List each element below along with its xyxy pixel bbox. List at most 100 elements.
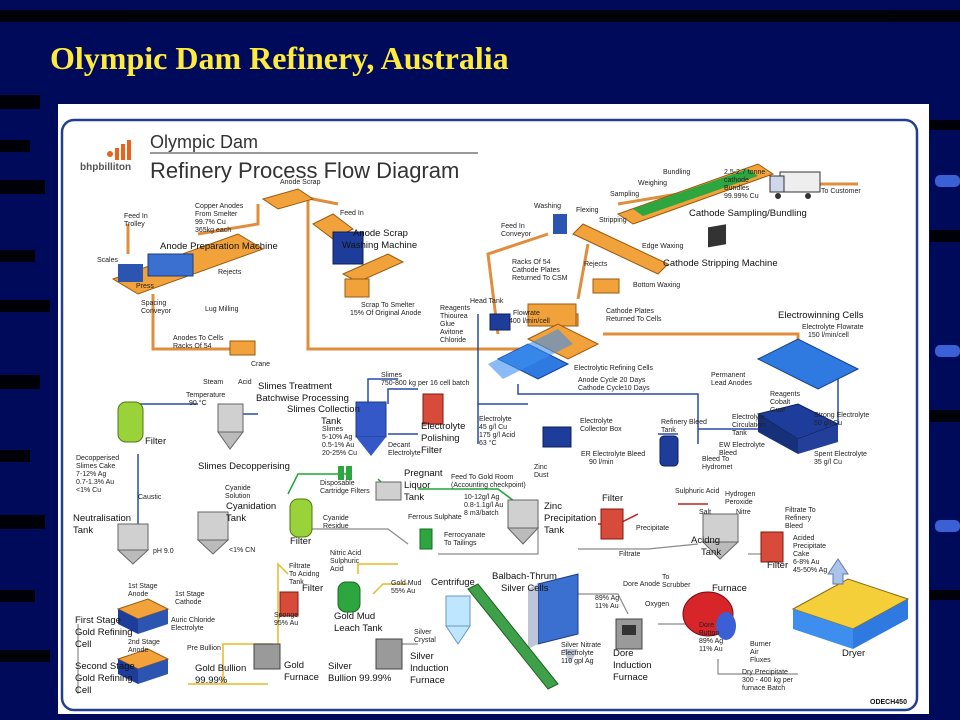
diagram-label: Cathode Plates [606,308,654,315]
diagram-label: Bundling [663,169,690,176]
diagram-label: 99.99% Cu [724,193,759,200]
slimes-collection-tank [355,401,387,456]
diagram-frame [60,118,919,712]
diagram-label: Anode Scrap [353,228,408,239]
diagram-label: Batchwise Processing [256,393,349,404]
diagram-label: To Customer [821,188,861,195]
diagram-label: Bundles [724,185,750,192]
logo-mark-bar [121,144,125,160]
diagram-label: Filter [421,445,442,456]
diagram-label: 11% Au [595,603,619,610]
diagram-label: Centrifuge [431,577,475,588]
diagram-label: Anode [128,591,148,598]
diagram-label: Copper Anodes [195,203,244,210]
diagram-label: Crane [251,361,270,368]
diagram-label: Silver [414,629,432,636]
grey-flow-lines [77,519,798,694]
diagram-label: Avitone [440,329,463,336]
diagram-title-line1: Olympic Dam [150,132,258,152]
diagram-label: 0.8-1.1g/l Au [464,502,503,509]
diagram-label: pH 9.0 [153,548,174,555]
diagram-label: Acid [330,566,344,573]
logo-mark-dot [107,151,113,157]
diagram-label: First Stage [75,615,121,626]
bhp-logo: bhpbilliton [80,140,131,173]
diagram-label: Permanent [711,372,745,379]
diagram-label: Furnace [613,672,648,683]
anode-scrap-bin [261,188,315,210]
diagram-label: 1st Stage [128,583,158,590]
dore-induction-furnace [615,618,643,650]
diagram-label: Cell [75,639,91,650]
diagram-label: Peroxide [725,499,753,506]
diagram-label: Sulphuric Acid [675,488,719,495]
diagram-label: Tank [701,547,721,558]
diagram-label: Bleed [719,450,737,457]
electrowinning-cells [708,224,860,390]
diagram-label: 2.5-2.7 tonne [724,169,765,176]
zinc-filter [600,508,624,540]
diagram-label: Caustic [138,494,162,501]
logo-mark-bar [127,140,131,160]
diagram-label: Bleed To [702,456,729,463]
diagram-label: Racks Of 54 [173,343,212,350]
diagram-label: Auric Chloride [171,617,215,624]
diagram-label: Lead Anodes [711,380,752,387]
diagram-label: Sponge [274,612,298,619]
diagram-label: 90 °C [189,399,207,407]
diagram-label: Ferrocyanate [444,532,485,539]
diagram-label: Fluxes [750,657,771,664]
diagram-label: Cathode Plates [512,267,560,274]
diagram-label: Electrolytic Refining Cells [574,365,653,372]
first-stage-refining-cell [116,598,170,634]
diagram-label: Collector Box [580,426,622,433]
diagram-label: Silver Cells [501,583,549,594]
diagram-label: Silver [410,651,434,662]
diagram-label: Gold Refining [75,627,133,638]
diagram-label: Tank [226,513,246,524]
diagram-label: Residue [323,523,349,530]
diagram-label: Tank [661,427,676,434]
diagram-label: Scrap To Smelter [361,302,415,309]
diagram-label: Slimes Treatment [258,381,332,392]
diagram-label: 110 gpl Ag [561,658,594,665]
zinc-precipitation-tank [506,499,540,545]
diagram-label: Furnace [410,675,445,686]
diagram-label: Filtrate To [785,507,816,514]
diagram-label: Tank [73,525,93,536]
diagram-label: Hydromet [702,464,732,471]
diagram-label: Head Tank [470,298,504,305]
diagram-label: Gold Bullion [195,663,246,674]
diagram-label: Filter [145,436,166,447]
diagram-label: Edge Waxing [642,243,683,250]
diagram-label: 50 g/l Cu [814,420,842,427]
diagram-label: Slimes [381,372,403,379]
diagram-label: <1% CN [229,547,255,554]
diagram-label: Press [136,283,154,290]
diagram-label: Electrolyte [580,418,613,425]
gold-furnace [253,643,281,670]
diagram-label: Gold Mud [334,611,375,622]
diagram-label: Induction [613,660,652,671]
refinery-bleed-tank [659,435,679,467]
diagram-label: 0.7-1.3% Au [76,479,114,486]
diagram-label: Filtrate [289,563,311,570]
diagram-label: Tank [321,416,341,427]
diagram-label: Dore [699,622,714,629]
diagram-label: 99.7% Cu [195,219,226,226]
diagram-label: Dore Anode [623,581,660,588]
logo-text: bhpbilliton [80,162,131,173]
diagram-label: Electrolyte [421,421,465,432]
slide-title: Olympic Dam Refinery, Australia [50,40,509,76]
diagram-label: Conveyor [501,231,532,238]
diagram-label: 0.5-1% Au [322,442,354,449]
diagram-label: Sulphuric [330,558,360,565]
diagram-label: Electrolyte Flowrate [802,324,864,331]
diagram-label: Rejects [218,269,242,276]
diagram-label: Filter [767,560,788,571]
diagram-label: Electrolyte [561,650,594,657]
diagram-label: To Acidng [289,571,319,578]
diagram-label: 1st Stage [175,591,205,598]
diagram-label: Disposable [320,480,355,487]
gold-mud-leach-tank [337,581,361,613]
